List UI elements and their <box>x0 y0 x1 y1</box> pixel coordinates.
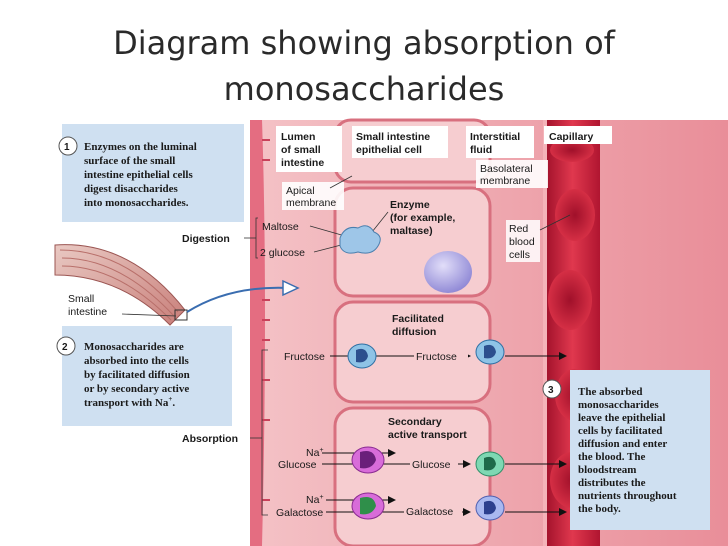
galactose-cell-label: Galactose <box>406 506 453 518</box>
svg-text:blood: blood <box>509 236 535 248</box>
svg-text:Small intestine: Small intestine <box>356 131 430 143</box>
svg-text:membrane: membrane <box>480 175 530 187</box>
svg-text:Enzymes on the luminal: Enzymes on the luminal <box>84 141 197 153</box>
apical-border <box>250 120 265 546</box>
svg-text:diffusion and enter: diffusion and enter <box>578 438 667 450</box>
glut-transporter-galactose <box>476 496 504 520</box>
svg-text:epithelial cell: epithelial cell <box>356 144 422 156</box>
digestion-label: Digestion <box>182 233 230 245</box>
svg-text:monosaccharides: monosaccharides <box>578 399 659 411</box>
svg-text:bloodstream: bloodstream <box>578 464 636 476</box>
glut-transporter-basolateral <box>476 340 504 364</box>
svg-text:into monosaccharides.: into monosaccharides. <box>84 197 189 209</box>
svg-text:intestine: intestine <box>68 306 107 318</box>
svg-text:surface of the small: surface of the small <box>84 155 175 167</box>
svg-text:(for example,: (for example, <box>390 212 455 224</box>
step-3-number: 3 <box>548 385 554 396</box>
svg-text:digest disaccharides: digest disaccharides <box>84 183 179 195</box>
glut-transporter-apical <box>348 344 376 368</box>
galactose-lumen-label: Galactose <box>276 507 323 519</box>
svg-text:absorbed into the cells: absorbed into the cells <box>84 355 190 367</box>
svg-text:Enzyme: Enzyme <box>390 199 430 211</box>
sglt-transporter-galactose <box>352 493 384 519</box>
svg-text:membrane: membrane <box>286 197 336 209</box>
facilitated-diffusion-label: Facilitated diffusion <box>392 313 444 338</box>
basolateral-membrane-label: Basolateral membrane <box>480 163 533 187</box>
glucose-lumen-label: Glucose <box>278 459 317 471</box>
svg-text:Small: Small <box>68 293 94 305</box>
two-glucose-label: 2 glucose <box>260 247 305 259</box>
svg-text:transport with Na+.: transport with Na+. <box>84 395 175 409</box>
step-1-number: 1 <box>64 142 70 153</box>
fructose-lumen-label: Fructose <box>284 351 325 363</box>
svg-text:Lumen: Lumen <box>281 131 315 143</box>
svg-text:or by secondary active: or by secondary active <box>84 383 189 395</box>
svg-text:Basolateral: Basolateral <box>480 163 533 175</box>
sglt-transporter-glucose <box>352 447 384 473</box>
svg-text:Interstitial: Interstitial <box>470 131 520 143</box>
svg-text:Monosaccharides are: Monosaccharides are <box>84 341 184 353</box>
svg-text:the body.: the body. <box>578 503 621 515</box>
svg-text:fluid: fluid <box>470 144 492 156</box>
svg-text:diffusion: diffusion <box>392 326 436 338</box>
maltose-label: Maltose <box>262 221 299 233</box>
svg-text:cells by facilitated: cells by facilitated <box>578 425 662 437</box>
svg-text:nutrients throughout: nutrients throughout <box>578 490 677 502</box>
svg-text:leave the epithelial: leave the epithelial <box>578 412 665 424</box>
svg-text:intestine: intestine <box>281 157 324 169</box>
svg-text:the blood. The: the blood. The <box>578 451 645 463</box>
step-1-text: Enzymes on the luminal surface of the sm… <box>84 141 197 209</box>
glucose-cell-label: Glucose <box>412 459 451 471</box>
step-2-text: Monosaccharides are absorbed into the ce… <box>84 341 190 409</box>
epithelial-label: Small intestine epithelial cell <box>356 131 430 156</box>
svg-text:Red: Red <box>509 223 528 235</box>
capillary-label: Capillary <box>549 131 594 143</box>
absorption-label: Absorption <box>182 433 238 445</box>
svg-text:cells: cells <box>509 249 530 261</box>
glut-transporter-glucose <box>476 452 504 476</box>
nucleus <box>424 251 472 293</box>
svg-text:active transport: active transport <box>388 429 467 441</box>
svg-text:Apical: Apical <box>286 185 315 197</box>
svg-text:The absorbed: The absorbed <box>578 386 643 398</box>
step-2-number: 2 <box>62 342 68 353</box>
svg-text:intestine epithelial cells: intestine epithelial cells <box>84 169 193 181</box>
svg-text:Secondary: Secondary <box>388 416 442 428</box>
svg-text:distributes the: distributes the <box>578 477 646 489</box>
svg-text:of small: of small <box>281 144 321 156</box>
svg-text:maltase): maltase) <box>390 225 433 237</box>
svg-text:Facilitated: Facilitated <box>392 313 444 325</box>
fructose-cell-label: Fructose <box>416 351 457 363</box>
svg-text:by facilitated diffusion: by facilitated diffusion <box>84 369 190 381</box>
